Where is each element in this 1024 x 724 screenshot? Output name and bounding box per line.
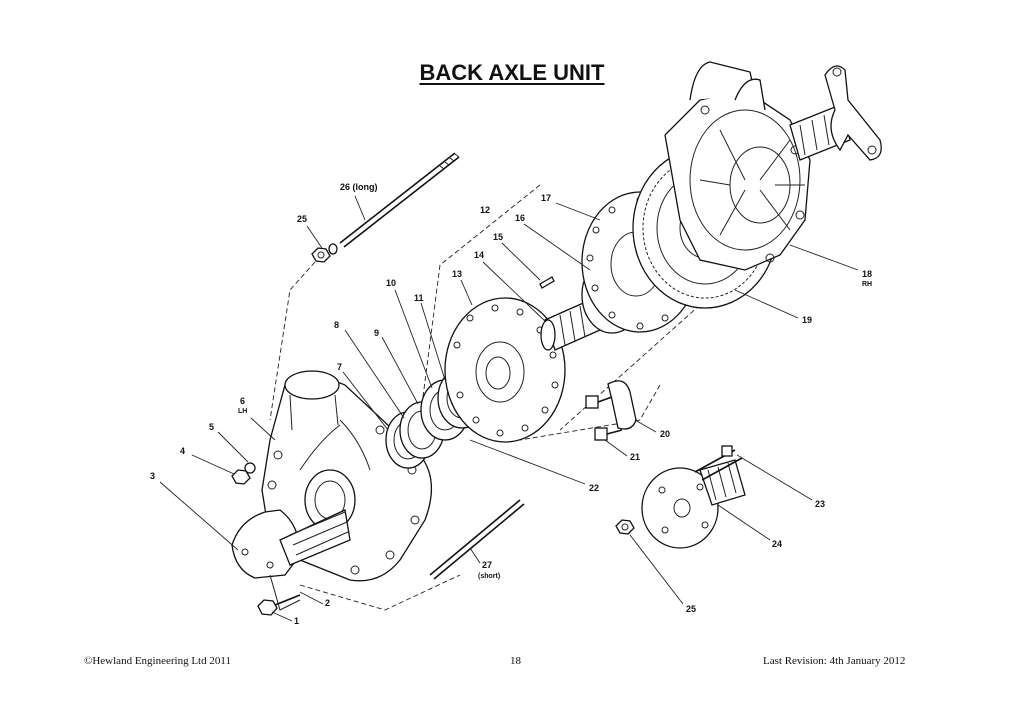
label-4: 4 [180, 446, 185, 456]
label-19: 19 [802, 315, 812, 325]
label-2: 2 [325, 598, 330, 608]
label-18-rh: RH [862, 281, 872, 288]
right-drive-flange [789, 65, 882, 161]
label-26: 26 (long) [340, 182, 378, 192]
label-13: 13 [452, 269, 462, 279]
label-6: 6 [240, 396, 245, 406]
nut-top [311, 243, 338, 263]
nut-25-bottom [615, 519, 635, 535]
label-5: 5 [209, 422, 214, 432]
footer-page-number: 18 [510, 655, 521, 667]
drive-flange-24 [641, 459, 746, 549]
label-15: 15 [493, 232, 503, 242]
align-line-right [559, 304, 701, 431]
align-line-mid [519, 384, 661, 441]
label-10: 10 [386, 278, 396, 288]
label-22: 22 [589, 483, 599, 493]
label-1: 1 [294, 616, 299, 626]
label-6-lh: LH [238, 408, 247, 415]
label-20: 20 [660, 429, 670, 439]
part-labels: 1 2 3 4 5 6 LH 7 8 9 10 11 12 13 14 15 1… [150, 182, 872, 626]
bracket-12 [419, 184, 541, 421]
label-9: 9 [374, 328, 379, 338]
leader-lines [159, 195, 859, 622]
label-23: 23 [815, 499, 825, 509]
studs-23 [694, 445, 743, 481]
label-25-bottom: 25 [686, 604, 696, 614]
label-27-short: (short) [478, 573, 500, 580]
label-7: 7 [337, 362, 342, 372]
label-21: 21 [630, 452, 640, 462]
bolt-1 [257, 594, 301, 616]
align-line-left [269, 261, 316, 421]
pin-15 [539, 276, 555, 289]
label-25-top: 25 [297, 214, 307, 224]
stub-hub [231, 509, 351, 611]
label-18: 18 [862, 269, 872, 279]
tab-washer-20 [607, 380, 637, 430]
bolt-21b [594, 427, 623, 441]
label-12: 12 [480, 205, 490, 215]
short-stud [429, 499, 525, 580]
label-27: 27 [482, 560, 492, 570]
long-stud [339, 152, 460, 248]
footer-copyright: ©Hewland Engineering Ltd 2011 [84, 655, 231, 667]
label-8: 8 [334, 320, 339, 330]
label-17: 17 [541, 193, 551, 203]
label-11: 11 [414, 293, 424, 303]
nut-4 [231, 462, 256, 485]
label-3: 3 [150, 471, 155, 481]
bolt-21a [585, 395, 613, 409]
footer-revision: Last Revision: 4th January 2012 [763, 655, 906, 667]
label-16: 16 [515, 213, 525, 223]
disc-13 [444, 297, 566, 443]
align-line-bottom [299, 574, 461, 611]
page-title: BACK AXLE UNIT [419, 60, 605, 85]
right-upright [664, 61, 811, 271]
label-24: 24 [772, 539, 782, 549]
label-14: 14 [474, 250, 484, 260]
